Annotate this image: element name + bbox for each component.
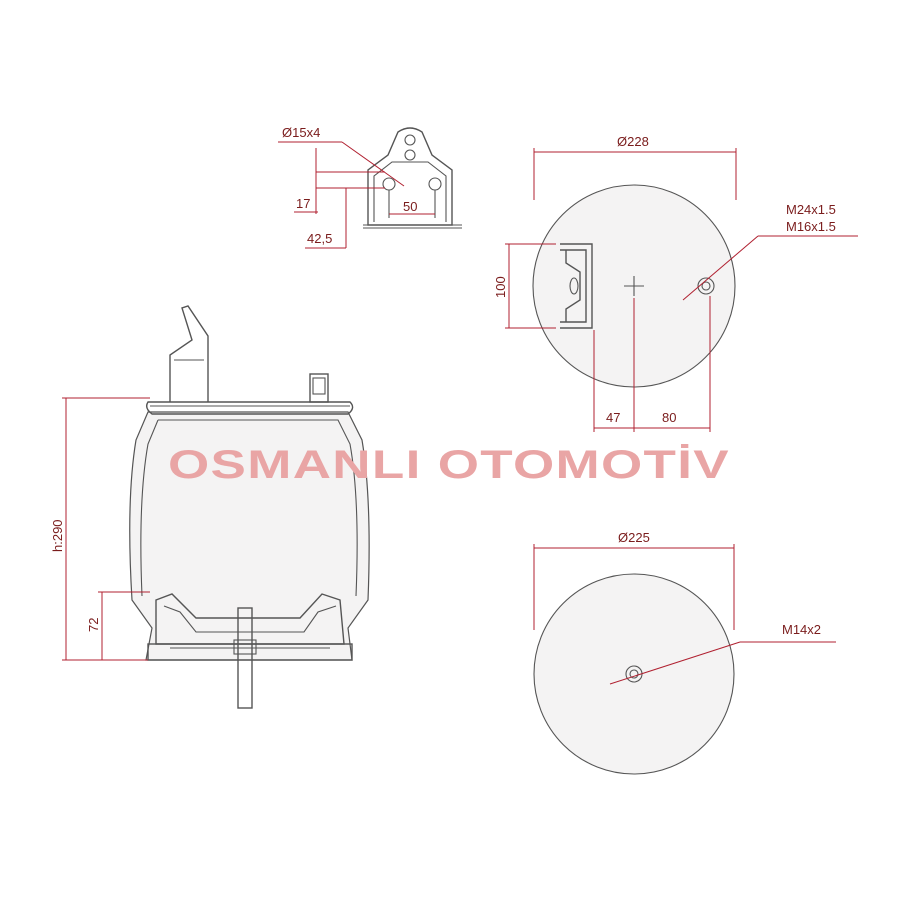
dim-72: 72 (86, 618, 101, 632)
air-connector-side (309, 373, 329, 403)
top-mount-bracket (169, 305, 209, 402)
bottom-view: Ø225 M14x2 (533, 530, 836, 775)
bracket-outline (367, 127, 453, 226)
bracket-hole (428, 177, 442, 191)
top-bracket (560, 243, 593, 329)
thread-label-2: M16x1.5 (786, 219, 836, 234)
bottom-diameter-label: Ø225 (618, 530, 650, 545)
height-label: h:290 (50, 519, 65, 552)
top-view: Ø228 M24x1.5 M16x1.5 100 47 80 (493, 134, 858, 432)
hole-leader (341, 141, 405, 187)
watermark: OSMANLI OTOMOTİV (168, 443, 730, 487)
dim-47: 47 (606, 410, 620, 425)
bottom-plate-circle (533, 573, 735, 775)
piston-base (147, 643, 353, 661)
thread-label-1: M24x1.5 (786, 202, 836, 217)
side-view: h:290 72 (50, 305, 370, 709)
bracket-hole (404, 134, 416, 146)
bottom-thread-label: M14x2 (782, 622, 821, 637)
dim-100: 100 (493, 276, 508, 298)
bottom-stud (237, 607, 253, 709)
dim-50: 50 (403, 199, 417, 214)
air-connector (697, 277, 715, 295)
hole-diameter-label: Ø15x4 (282, 125, 320, 140)
dim-80: 80 (662, 410, 676, 425)
top-diameter-label: Ø228 (617, 134, 649, 149)
dim-17: 17 (296, 196, 310, 211)
bracket-view: Ø15x4 17 42,5 50 (278, 125, 462, 249)
bracket-hole (404, 149, 416, 161)
top-plate (145, 401, 354, 415)
dim-42-5: 42,5 (307, 231, 332, 246)
